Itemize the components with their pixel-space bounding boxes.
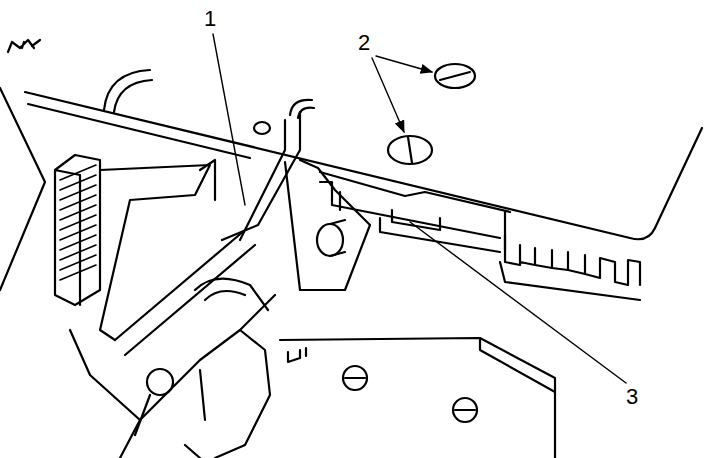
- frame-mark: [8, 40, 40, 52]
- callout-number: 1: [204, 8, 216, 30]
- feed-dog-teeth: [60, 165, 96, 280]
- callout-number: 3: [626, 386, 638, 408]
- gear-teeth: [505, 235, 640, 285]
- screw-slot: [345, 377, 365, 379]
- pin: [317, 224, 343, 256]
- housing-edge: [0, 88, 45, 290]
- mark: [288, 348, 306, 362]
- screw: [453, 398, 477, 422]
- feed-window: [285, 160, 370, 290]
- linkage: [135, 370, 205, 458]
- rail: [115, 160, 255, 355]
- base-plate: [280, 338, 555, 458]
- slot: [222, 112, 300, 240]
- pin-body: [330, 220, 345, 256]
- feed-bar: [100, 165, 210, 340]
- screw: [388, 136, 432, 164]
- thread-guide: [104, 70, 152, 112]
- screw-slot: [440, 72, 470, 80]
- leader-arrow: [372, 58, 404, 132]
- shaft: [147, 369, 173, 395]
- looper: [195, 279, 268, 310]
- leader-line: [213, 34, 245, 205]
- leader-line: [410, 222, 626, 383]
- gear-base: [500, 262, 640, 300]
- screw-slot: [408, 137, 412, 163]
- screw: [343, 366, 367, 390]
- slide-edge: [380, 218, 500, 252]
- screw: [435, 64, 475, 88]
- needle-plate-edge: [28, 104, 250, 158]
- lower-arm: [70, 295, 275, 458]
- hook: [290, 100, 314, 118]
- feed-dog: [55, 155, 100, 305]
- plate-hole: [254, 122, 270, 134]
- screw-slot: [455, 409, 475, 411]
- callout-number: 2: [358, 32, 370, 54]
- leader-arrow: [376, 56, 432, 72]
